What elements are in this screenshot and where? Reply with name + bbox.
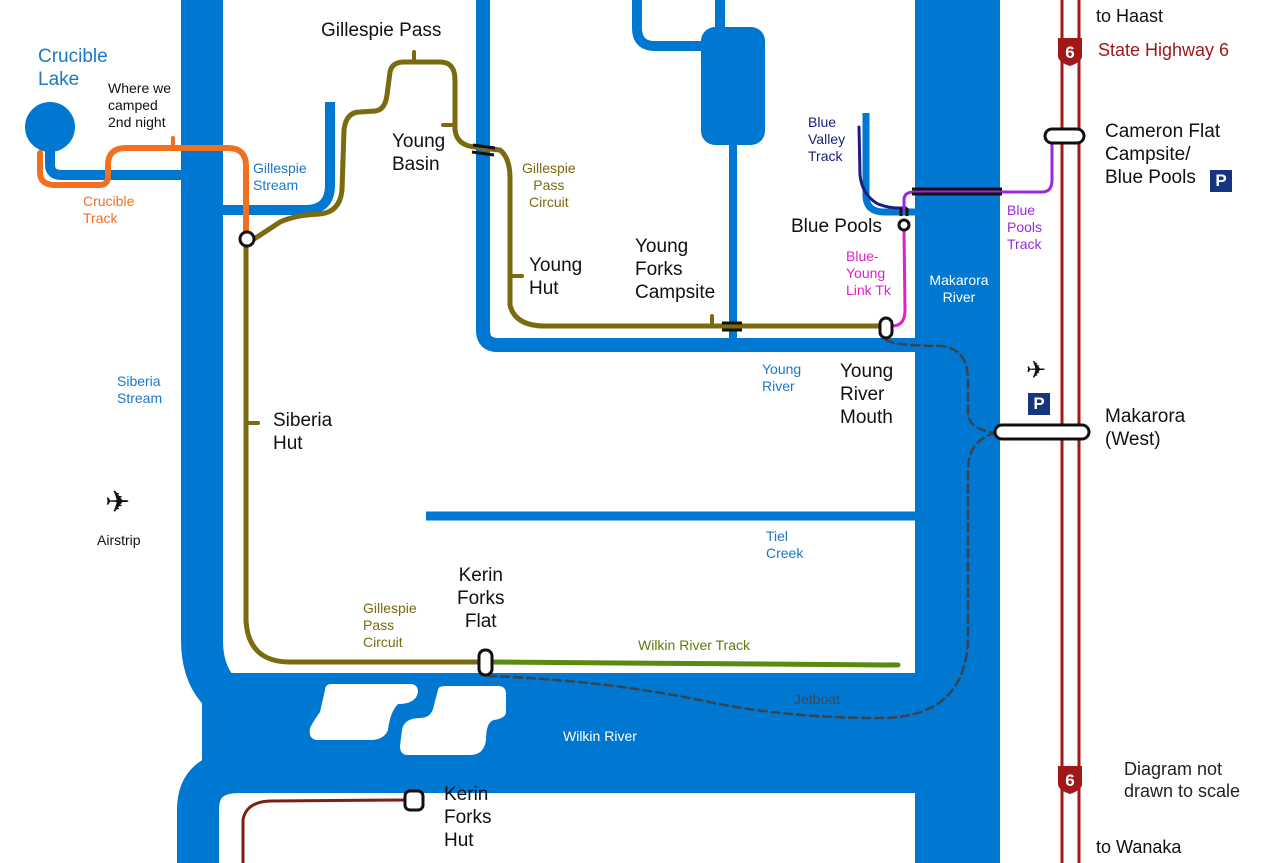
- label-crucible-track: Crucible Track: [83, 193, 135, 226]
- station-kerin-forks-flat[interactable]: [477, 648, 494, 677]
- label-blue-pools: Blue Pools: [791, 216, 882, 237]
- blue-pools-track[interactable]: [902, 140, 1054, 212]
- station-makarora-west[interactable]: [993, 423, 1091, 441]
- station-blue-pools[interactable]: [897, 218, 911, 232]
- label-not-to-scale: Diagram not drawn to scale: [1124, 759, 1241, 801]
- label-gillespie-stream: Gillespie Stream: [253, 160, 307, 193]
- station-young-river-mouth[interactable]: [878, 316, 894, 340]
- label-young-forks-campsite: Young Forks Campsite: [635, 236, 716, 303]
- label-blue-valley-track: Blue Valley Track: [808, 114, 846, 164]
- label-wilkin-river-track: Wilkin River Track: [638, 637, 751, 653]
- gillespie-stream: [202, 102, 335, 215]
- kerin-forks-hut-track[interactable]: [241, 798, 408, 863]
- gillespie-pass-circuit[interactable]: [251, 59, 889, 329]
- highway-shield-icon: 6: [1058, 38, 1082, 66]
- label-siberia-stream: Siberia Stream: [117, 373, 163, 406]
- label-young-river-mouth: Young River Mouth: [840, 361, 894, 428]
- parking-icon: P: [1210, 170, 1232, 192]
- blue-river: [862, 113, 920, 216]
- label-young-hut: Young Hut: [529, 255, 583, 299]
- label-wilkin-river: Wilkin River: [563, 728, 637, 744]
- label-makarora-west: Makarora (West): [1105, 406, 1186, 450]
- stations: [238, 127, 1091, 812]
- station-gillespie-junction[interactable]: [238, 230, 256, 248]
- label-tiel-creek: Tiel Creek: [766, 528, 804, 561]
- siberia-stream: [181, 0, 330, 733]
- label-makarora-river: Makarora River: [929, 272, 989, 305]
- label-young-basin: Young Basin: [392, 131, 446, 175]
- highway-shield-number: 6: [1065, 771, 1074, 790]
- label-kerin-forks-hut: Kerin Forks Hut: [444, 784, 492, 851]
- bridge: [472, 143, 496, 150]
- airstrip-icon: ✈: [105, 486, 131, 519]
- label-cameron-flat: Cameron Flat Campsite/ Blue Pools: [1105, 121, 1221, 188]
- crucible-stream: [45, 140, 202, 180]
- station-kerin-forks-hut[interactable]: [403, 789, 425, 812]
- blue-valley-track[interactable]: [857, 125, 908, 210]
- parking-icon: P: [1028, 393, 1050, 415]
- bridges: [471, 143, 1002, 332]
- label-jetboat: Jetboat: [794, 691, 840, 707]
- blue-young-link-track[interactable]: [890, 228, 907, 328]
- label-gillespie-pass: Gillespie Pass: [321, 20, 442, 41]
- jetboat-route[interactable]: [486, 338, 998, 720]
- gillespie-pass-circuit-south[interactable]: [243, 242, 489, 665]
- label-airstrip: Airstrip: [97, 532, 141, 548]
- label-gillespie-pass-circuit-bottom: Gillespie Pass Circuit: [363, 600, 417, 650]
- label-state-highway: State Highway 6: [1098, 40, 1230, 60]
- label-blue-pools-track: Blue Pools Track: [1007, 202, 1043, 252]
- highway-shield-number: 6: [1065, 43, 1074, 62]
- wilkin-river-track[interactable]: [487, 659, 901, 668]
- wilkin-lower-branch: [177, 751, 920, 863]
- island: [400, 686, 506, 755]
- airport-icon: ✈: [1026, 357, 1047, 384]
- label-crucible-lake: Crucible Lake: [38, 46, 108, 90]
- label-blue-young-link: Blue- Young Link Tk: [846, 248, 891, 298]
- station-cameron-flat[interactable]: [1043, 127, 1086, 145]
- label-to-wanaka: to Wanaka: [1096, 837, 1182, 857]
- young-river-west: [476, 0, 920, 352]
- highway-shield-icon: 6: [1058, 766, 1082, 794]
- young-river-upper-left: [632, 0, 705, 51]
- label-siberia-hut: Siberia Hut: [273, 410, 333, 454]
- island: [309, 684, 418, 740]
- bridge: [471, 150, 495, 157]
- label-young-river: Young River: [762, 361, 802, 394]
- crucible-lake: [25, 102, 75, 152]
- young-lake: [701, 27, 765, 145]
- label-to-haast: to Haast: [1096, 6, 1164, 26]
- label-where-we-camped: Where we camped 2nd night: [108, 80, 172, 130]
- label-gillespie-pass-circuit-top: Gillespie Pass Circuit: [522, 160, 576, 210]
- crucible-track[interactable]: [37, 145, 249, 235]
- label-kerin-forks-flat: Kerin Forks Flat: [457, 565, 505, 632]
